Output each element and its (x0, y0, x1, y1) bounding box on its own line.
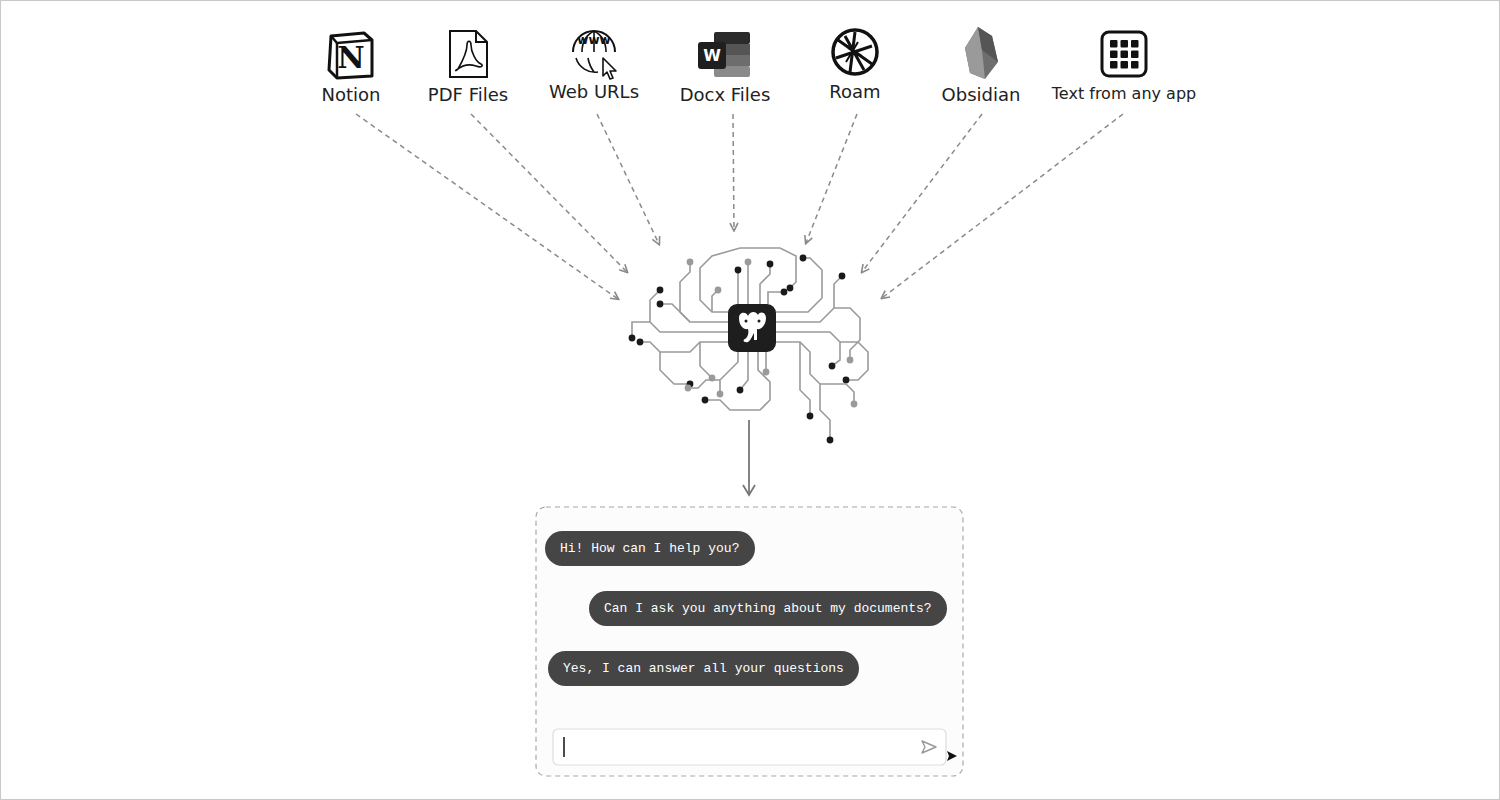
circuit-trace (660, 304, 690, 322)
grid-cell (1131, 61, 1139, 69)
circuit-node (637, 339, 644, 346)
grid-cell (1121, 61, 1129, 69)
notion-icon (329, 33, 372, 78)
pdf-icon (450, 31, 487, 77)
circuit-trace (737, 270, 739, 304)
grid-cell (1110, 61, 1118, 69)
grid-cell (1110, 51, 1118, 59)
circuit-node (702, 397, 709, 404)
circuit-trace (840, 342, 868, 380)
source-label: Web URLs (549, 82, 639, 102)
circuit-trace (640, 342, 728, 352)
web-icon (573, 31, 616, 79)
circuit-node (800, 255, 807, 262)
circuit-node (851, 401, 858, 408)
circuit-trace (700, 248, 796, 312)
chat-message: Can I ask you anything about my document… (604, 601, 932, 617)
circuit-node (827, 437, 834, 444)
source-label: Docx Files (680, 85, 771, 105)
grid-cell (1131, 51, 1139, 59)
logo-letter: www (577, 34, 610, 47)
chat-panel (536, 507, 963, 776)
circuit-trace (700, 342, 712, 378)
circuit-trace (776, 308, 860, 360)
logo-letter: W (703, 47, 721, 65)
circuit-trace (800, 342, 810, 416)
circuit-node (657, 301, 664, 308)
circuit-node (763, 369, 770, 376)
circuit-trace (720, 352, 738, 394)
circuit-node (735, 267, 742, 274)
circuit-trace (820, 384, 854, 404)
circuit-node (657, 287, 664, 294)
circuit-trace (688, 380, 720, 388)
logo-letter: N (337, 41, 364, 74)
circuit-trace (705, 352, 770, 410)
chat-message: Yes, I can answer all your questions (563, 661, 844, 677)
chat-bubble: Hi! How can I help you? (545, 531, 755, 566)
circuit-node (737, 387, 744, 394)
circuit-trace (650, 290, 728, 332)
circuit-trace (680, 262, 728, 322)
roam-icon (833, 30, 877, 74)
circuit-trace (712, 290, 718, 312)
circuit-node (717, 391, 724, 398)
circuit-trace (776, 342, 830, 440)
circuit-trace (776, 258, 822, 312)
circuit-node (781, 289, 788, 296)
circuit-node (843, 377, 850, 384)
circuit-node (847, 357, 854, 364)
circuit-node (839, 273, 846, 280)
chat-input (553, 729, 946, 765)
obsidian-icon (965, 27, 998, 79)
grid-cell (1121, 40, 1129, 48)
circuit-trace (776, 332, 840, 366)
grid-cell (1121, 51, 1129, 59)
source-label: Notion (322, 85, 381, 105)
grid-cell (1110, 40, 1118, 48)
circuit-node (807, 413, 814, 420)
elephant-logo (728, 304, 776, 352)
grid-cell (1131, 40, 1139, 48)
circuit-node (685, 385, 692, 392)
circuit-node (767, 261, 774, 268)
chat-message: Hi! How can I help you? (560, 541, 740, 557)
circuit-node (745, 259, 752, 266)
app-grid-icon (1102, 32, 1146, 76)
docx-icon (698, 32, 750, 77)
text-cursor (563, 737, 565, 757)
circuit-trace (740, 352, 748, 390)
circuit-trace (747, 262, 749, 304)
circuit-node (787, 285, 794, 292)
source-label: PDF Files (428, 85, 508, 105)
circuit-node (629, 335, 636, 342)
chat-bubble: Yes, I can answer all your questions (548, 651, 859, 686)
source-label: Text from any app (1052, 85, 1196, 103)
output-arrow (748, 420, 750, 495)
pointer-arrow (947, 751, 957, 761)
source-arrows (356, 114, 1123, 299)
circuit-trace (660, 352, 690, 384)
send-icon (922, 741, 936, 753)
circuit-node (829, 363, 836, 370)
source-label: Roam (829, 82, 880, 102)
circuit-trace (834, 276, 842, 308)
brain-circuit (629, 248, 868, 443)
source-label: Obsidian (942, 85, 1021, 105)
circuit-node (687, 259, 694, 266)
circuit-node (715, 287, 722, 294)
circuit-trace (632, 322, 650, 338)
chat-bubble: Can I ask you anything about my document… (589, 591, 947, 626)
